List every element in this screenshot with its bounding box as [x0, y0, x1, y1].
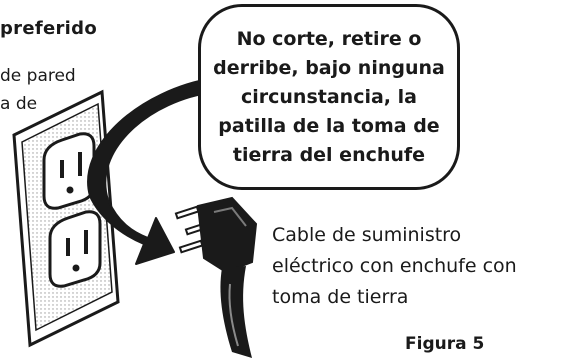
grounded-plug [174, 196, 258, 358]
warning-line-5: tierra del enchufe [232, 143, 426, 166]
wall-outlet [12, 89, 120, 348]
warning-line-2: derribe, bajo ninguna [213, 56, 445, 79]
cable-caption-line-1: Cable de suministro [272, 224, 462, 246]
left-text-line-2: a de [0, 94, 38, 114]
warning-line-3: circunstancia, la [241, 85, 417, 108]
cable-caption-line-2: eléctrico con enchufe con [272, 255, 517, 277]
left-text-line-1: de pared [0, 66, 76, 86]
cable-caption-line-3: toma de tierra [272, 286, 409, 308]
warning-line-1: No corte, retire o [236, 27, 422, 50]
warning-callout: No corte, retire o derribe, bajo ninguna… [198, 4, 460, 190]
figure-label: Figura 5 [405, 334, 485, 354]
curved-arrow-icon [87, 77, 215, 265]
heading-text: preferido [0, 18, 98, 39]
warning-line-4: patilla de la toma de [218, 114, 440, 137]
